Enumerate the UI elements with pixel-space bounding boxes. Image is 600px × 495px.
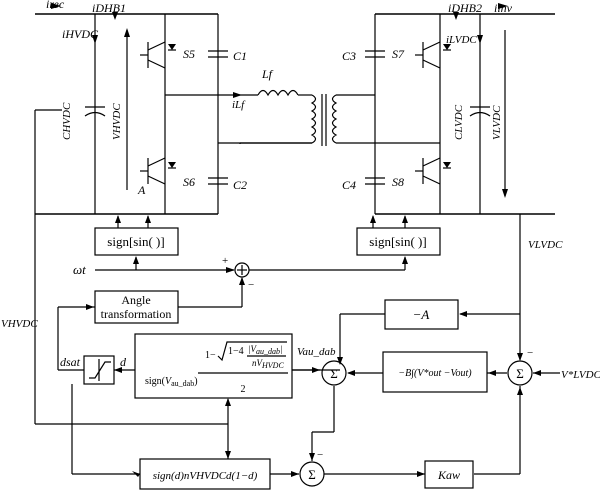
k-aw-block bbox=[424, 460, 474, 489]
label-v-lvdc-signal: VLVDC bbox=[528, 239, 563, 251]
label-i-lf: iLf bbox=[232, 99, 246, 111]
k-aw-text: Kaw bbox=[437, 468, 460, 482]
sign-sin-block-right bbox=[356, 227, 441, 256]
label-c1: C1 bbox=[233, 49, 247, 63]
capacitor-c-hvdc bbox=[84, 106, 106, 117]
label-c2: C2 bbox=[233, 178, 247, 192]
label-c3: C3 bbox=[342, 49, 356, 63]
current-label-i-lvdc: iLVDC bbox=[446, 34, 477, 46]
sum-symbol-1: Σ bbox=[330, 366, 338, 381]
integral-block-text: −B∫(V*out −Vout) bbox=[398, 368, 472, 379]
sign-sin-block-left bbox=[94, 227, 179, 256]
phase-formula-vau: |Vau_dab| bbox=[248, 344, 282, 356]
capacitor-c3 bbox=[365, 50, 385, 58]
phase-formula-denom: nVHVDC bbox=[252, 358, 284, 370]
switch-s7 bbox=[415, 41, 451, 69]
summing-junction-vau bbox=[321, 360, 347, 386]
switch-s5 bbox=[140, 41, 176, 69]
phase-formula-block bbox=[134, 333, 293, 399]
angle-transformation-line1: Angle bbox=[121, 293, 150, 307]
label-c-lvdc: CLVDC bbox=[453, 104, 465, 140]
phase-formula-numerator: 1− bbox=[205, 350, 216, 361]
capacitor-c-lvdc bbox=[469, 106, 491, 117]
phase-formula-text: sign(Vau_dab) bbox=[145, 376, 198, 388]
current-label-i-rec: irec bbox=[46, 0, 65, 11]
minus-sign-phase: − bbox=[248, 279, 254, 291]
label-c-hvdc: CHVDC bbox=[61, 102, 73, 140]
minus-sign-aw: − bbox=[317, 449, 323, 461]
angle-transformation-line2: transformation bbox=[101, 307, 172, 321]
capacitor-c4 bbox=[365, 177, 385, 185]
label-s5: S5 bbox=[183, 47, 195, 61]
sum-symbol-3: Σ bbox=[308, 467, 316, 482]
label-a: A bbox=[137, 183, 146, 197]
label-s6: S6 bbox=[183, 175, 195, 189]
switch-s6 bbox=[140, 157, 176, 185]
label-s8: S8 bbox=[392, 175, 404, 189]
phase-formula-inner: 1−4 bbox=[228, 346, 244, 357]
sum-symbol-2: Σ bbox=[516, 366, 524, 381]
sign-sin-right-text: sign[sin( )] bbox=[369, 234, 426, 249]
sign-sin-left-text: sign[sin( )] bbox=[107, 234, 164, 249]
integral-block bbox=[382, 351, 488, 393]
label-s7: S7 bbox=[392, 47, 405, 61]
inductor-lf bbox=[257, 89, 299, 97]
plus-sign-phase: + bbox=[222, 255, 228, 267]
current-label-i-dhb2: iDHB2 bbox=[448, 1, 482, 15]
label-omega-t: ωt bbox=[73, 262, 86, 277]
label-v-lvdc-vertical: VLVDC bbox=[491, 105, 503, 140]
label-v-hvdc-vertical: VHVDC bbox=[111, 103, 123, 140]
current-label-i-hvdc: iHVDC bbox=[62, 27, 99, 41]
neg-a-block bbox=[384, 299, 459, 330]
duty-block-text: sign(d)nVHVDCd(1−d) bbox=[153, 470, 258, 482]
phase-formula-two: 2 bbox=[241, 384, 246, 395]
angle-transformation-block bbox=[94, 290, 179, 324]
current-label-i-inv: iinv bbox=[494, 1, 513, 15]
capacitor-c2 bbox=[208, 177, 228, 185]
capacitor-c1 bbox=[208, 50, 228, 58]
minus-sign-vlvdc: − bbox=[527, 347, 533, 359]
switch-s8 bbox=[415, 157, 451, 185]
label-v-lvdc-ref: V*LVDC bbox=[561, 369, 600, 381]
transformer bbox=[239, 94, 338, 146]
label-d-sat: dsat bbox=[60, 355, 81, 369]
neg-a-text: −A bbox=[413, 307, 430, 322]
summing-junction-aw bbox=[299, 461, 325, 487]
label-lf: Lf bbox=[261, 67, 274, 81]
current-label-i-dhb1: iDHB1 bbox=[92, 1, 126, 15]
label-v-au-dab: Vau_dab bbox=[297, 346, 336, 358]
label-d: d bbox=[120, 355, 127, 369]
label-c4: C4 bbox=[342, 178, 356, 192]
label-v-hvdc-signal: VHVDC bbox=[1, 318, 38, 330]
